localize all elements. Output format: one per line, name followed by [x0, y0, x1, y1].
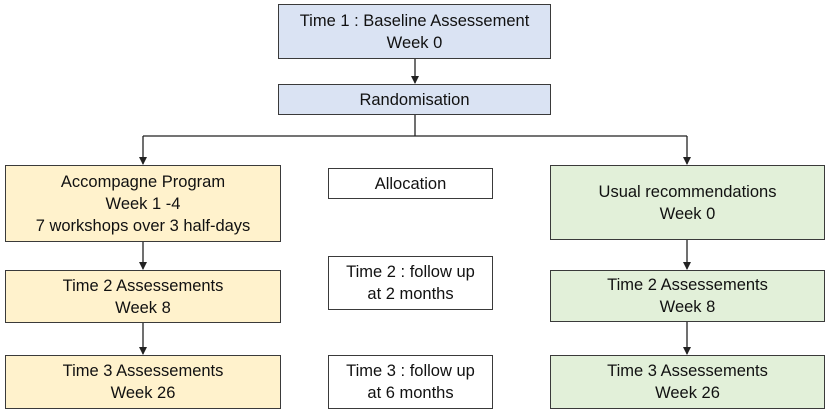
- left-time3-box: Time 3 Assessements Week 26: [5, 355, 281, 409]
- left-time2-title: Time 2 Assessements: [62, 276, 224, 295]
- randomisation-label: Randomisation: [359, 90, 470, 109]
- baseline-week: Week 0: [386, 33, 443, 52]
- randomisation-box: Randomisation: [278, 84, 551, 115]
- followup-3-period: at 6 months: [367, 384, 454, 402]
- followup-2-box: Time 2 : follow up at 2 months: [328, 256, 493, 310]
- right-time2-title: Time 2 Assessements: [607, 276, 768, 294]
- accompagne-program-box: Accompagne Program Week 1 -4 7 workshops…: [5, 165, 281, 242]
- followup-2-period: at 2 months: [367, 285, 454, 303]
- usual-title: Usual recommendations: [598, 182, 777, 201]
- usual-recommendations-box: Usual recommendations Week 0: [550, 165, 825, 240]
- followup-3-box: Time 3 : follow up at 6 months: [328, 355, 493, 409]
- right-time2-box: Time 2 Assessements Week 8: [550, 270, 825, 322]
- baseline-assessment-box: Time 1 : Baseline Assessement Week 0: [278, 4, 551, 59]
- left-time2-week: Week 8: [115, 298, 171, 317]
- program-title: Accompagne Program: [60, 172, 226, 191]
- program-weeks: Week 1 -4: [105, 194, 181, 213]
- left-time2-box: Time 2 Assessements Week 8: [5, 270, 281, 323]
- right-time3-box: Time 3 Assessements Week 26: [550, 355, 825, 409]
- followup-2-title: Time 2 : follow up: [346, 263, 475, 281]
- allocation-box: Allocation: [328, 168, 493, 199]
- baseline-title: Time 1 : Baseline Assessement: [299, 11, 530, 30]
- left-time3-week: Week 26: [110, 384, 176, 402]
- right-time3-week: Week 26: [655, 384, 720, 402]
- right-time3-title: Time 3 Assessements: [607, 362, 768, 380]
- usual-week: Week 0: [659, 204, 716, 223]
- program-workshops: 7 workshops over 3 half-days: [35, 216, 251, 235]
- followup-3-title: Time 3 : follow up: [346, 362, 475, 380]
- allocation-label: Allocation: [374, 174, 447, 193]
- left-time3-title: Time 3 Assessements: [62, 362, 224, 380]
- right-time2-week: Week 8: [659, 298, 716, 316]
